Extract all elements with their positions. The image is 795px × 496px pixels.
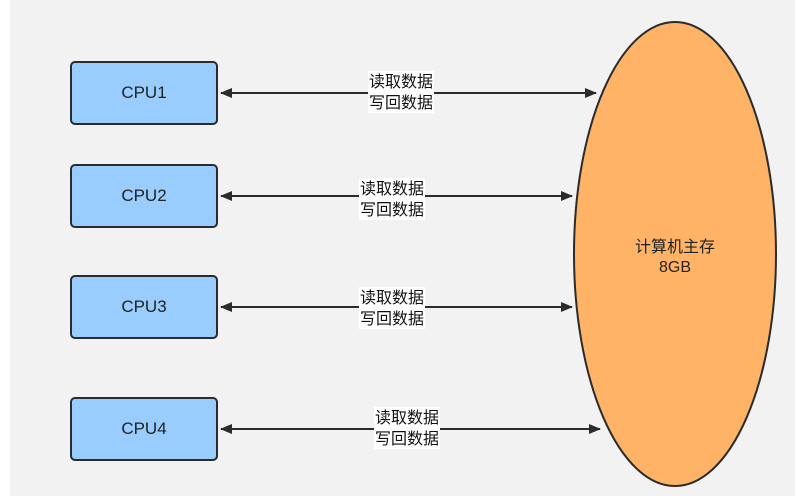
write-back-label: 写回数据 (375, 429, 440, 448)
cpu2-label: CPU2 (121, 186, 167, 205)
link-label-cpu3: 读取数据 写回数据 (359, 287, 426, 329)
main-memory-label: 计算机主存 8GB (600, 236, 750, 278)
diagram-canvas: CPU1 CPU2 CPU3 CPU4 读取数据 写回数据 读取数据 写回数据 … (10, 0, 795, 496)
read-data-label: 读取数据 (375, 408, 440, 427)
main-memory-title: 计算机主存 (634, 237, 715, 256)
link-label-cpu4: 读取数据 写回数据 (374, 407, 441, 449)
cpu3-box: CPU3 (70, 275, 218, 339)
cpu4-label: CPU4 (121, 419, 167, 438)
write-back-label: 写回数据 (369, 93, 434, 112)
read-data-label: 读取数据 (360, 179, 425, 198)
cpu2-box: CPU2 (70, 164, 218, 228)
write-back-label: 写回数据 (360, 309, 425, 328)
cpu1-box: CPU1 (70, 61, 218, 125)
read-data-label: 读取数据 (360, 288, 425, 307)
link-label-cpu2: 读取数据 写回数据 (359, 178, 426, 220)
main-memory-size: 8GB (658, 259, 691, 276)
cpu1-label: CPU1 (121, 83, 167, 102)
main-memory-ellipse (573, 21, 777, 487)
cpu3-label: CPU3 (121, 297, 167, 316)
read-data-label: 读取数据 (369, 72, 434, 91)
write-back-label: 写回数据 (360, 200, 425, 219)
cpu4-box: CPU4 (70, 397, 218, 461)
link-label-cpu1: 读取数据 写回数据 (368, 71, 435, 113)
